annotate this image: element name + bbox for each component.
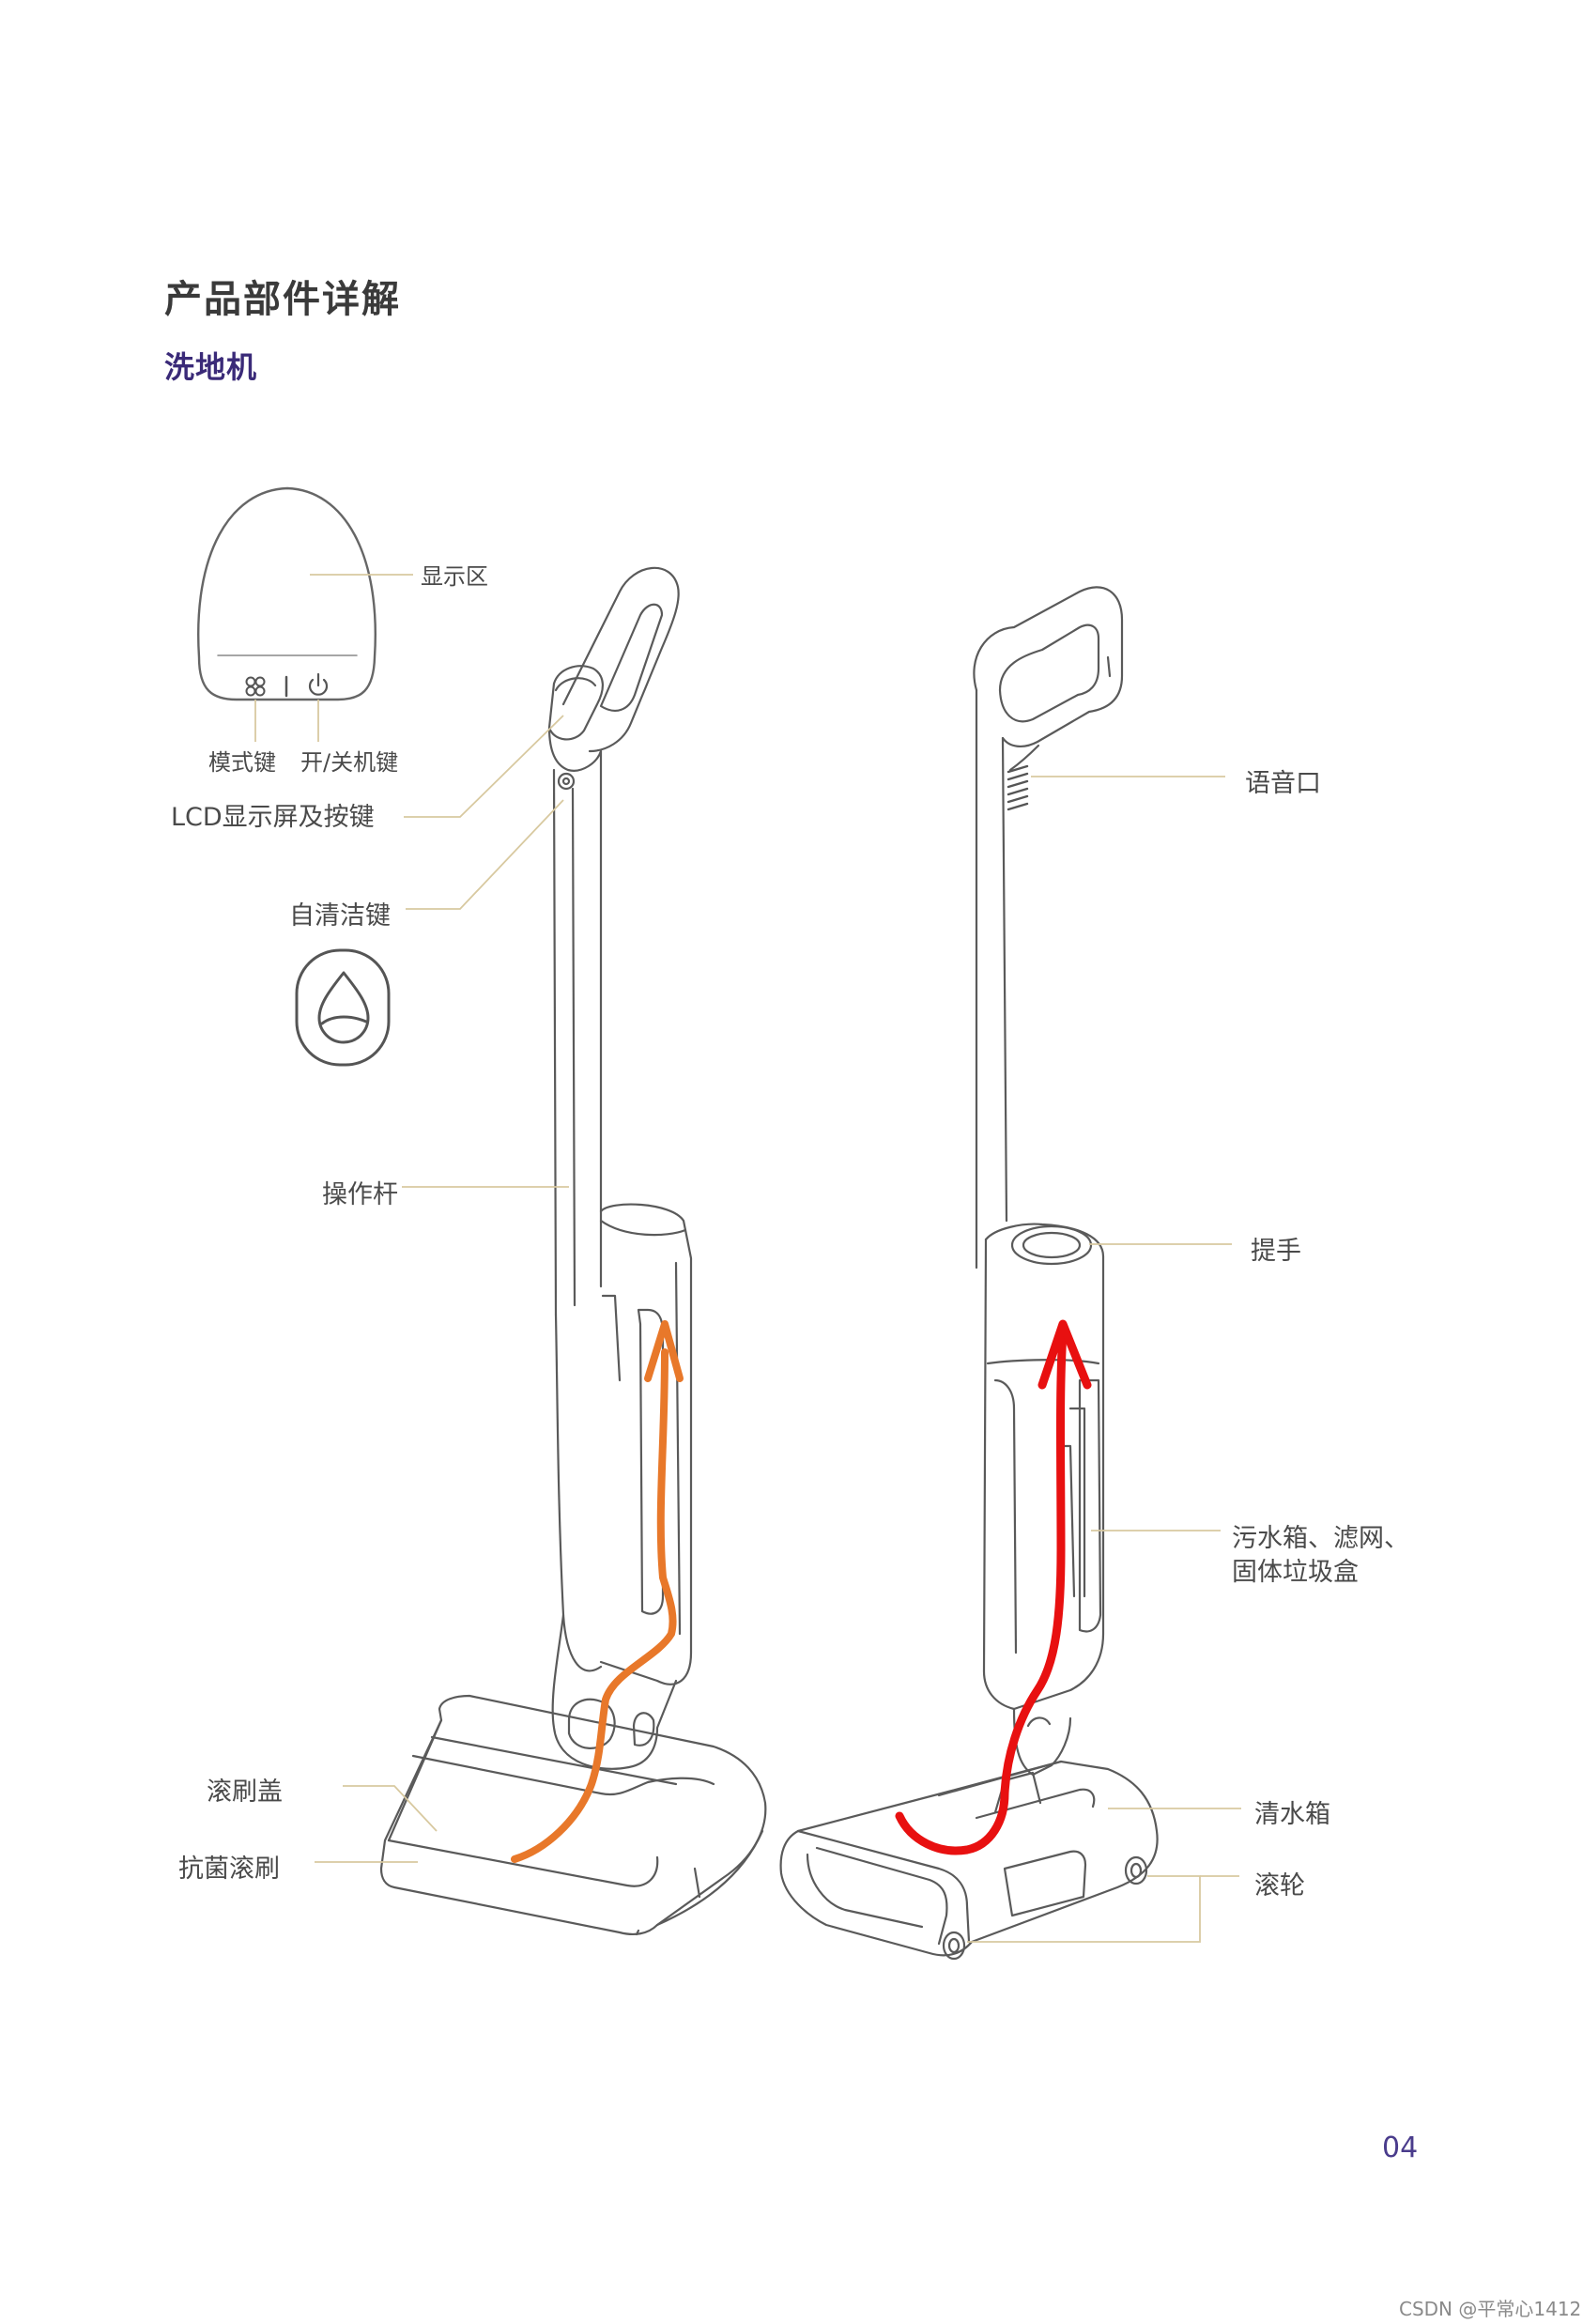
label-dirty-tank-line2: 固体垃圾盒: [1232, 1558, 1359, 1587]
label-clean-tank: 清水箱: [1254, 1800, 1330, 1829]
page-number: 04: [1382, 2132, 1419, 2164]
red-flow-arrow: [895, 1319, 1092, 1855]
power-icon: [308, 672, 329, 696]
display-area-closeup: [197, 486, 377, 701]
label-wheels: 滚轮: [1254, 1871, 1305, 1901]
watermark: CSDN @平常心1412: [1399, 2298, 1582, 2320]
left-floor-washer: [379, 566, 767, 1936]
page-title: 产品部件详解: [164, 278, 401, 321]
orange-flow-arrow: [511, 1320, 684, 1863]
label-handle: 提手: [1251, 1237, 1301, 1266]
label-operating-rod: 操作杆: [322, 1180, 398, 1209]
mode-icon: [245, 676, 266, 697]
label-lcd-screen-keys: LCD显示屏及按键: [171, 803, 375, 832]
self-clean-button-icon: [295, 948, 391, 1067]
page-subtitle: 洗地机: [164, 349, 258, 385]
label-display-area: 显示区: [421, 563, 488, 590]
label-power-key: 开/关机键: [300, 749, 399, 776]
label-dirty-tank-line1: 污水箱、滤网、: [1232, 1524, 1409, 1553]
label-self-clean-key: 自清洁键: [289, 901, 391, 931]
label-voice-port: 语音口: [1245, 769, 1321, 798]
label-mode-key: 模式键: [208, 749, 276, 776]
right-floor-washer: [779, 586, 1159, 1961]
label-brush-cover: 滚刷盖: [207, 1778, 283, 1807]
leader-lines: [254, 574, 1241, 1943]
label-antibacterial-brush: 抗菌滚刷: [178, 1855, 280, 1884]
